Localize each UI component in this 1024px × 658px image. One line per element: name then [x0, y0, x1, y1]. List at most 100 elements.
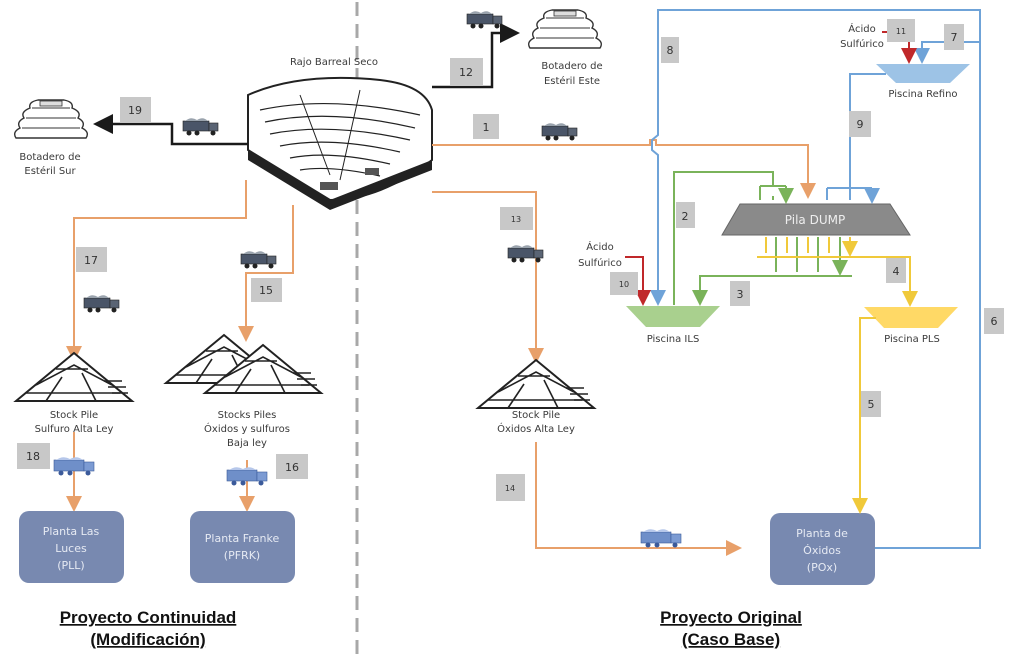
- flow-number-18: 18: [26, 450, 40, 463]
- flow-box-12: [450, 58, 483, 86]
- flow-box-19: [120, 97, 151, 122]
- botadero-este-label-2: Estéril Este: [544, 75, 600, 87]
- planta-pll-box: [19, 511, 124, 583]
- truck-icon: [640, 528, 682, 548]
- stock-oxidos-label-2: Óxidos Alta Ley: [497, 422, 575, 435]
- planta-pfrk-label-1: Planta Franke: [205, 532, 280, 545]
- truck-icon: [83, 294, 120, 313]
- flow-box-3: [730, 281, 750, 306]
- piscina-refino-label: Piscina Refino: [888, 89, 957, 100]
- flow-number-13: 13: [511, 215, 521, 224]
- stock-sulfuro-label-1: Stock Pile: [50, 410, 98, 421]
- flow-13-line: [432, 191, 544, 364]
- planta-pox-label-1: Planta de: [796, 527, 848, 540]
- acido-2-label-2: Sulfúrico: [840, 38, 884, 50]
- waste-dump-east-icon: [527, 9, 603, 49]
- flow-12-line: [432, 23, 520, 89]
- flow-19-line: [93, 114, 248, 146]
- flow-box-5: [861, 391, 881, 417]
- truck-icon: [541, 122, 578, 141]
- flow-number-8: 8: [667, 44, 674, 57]
- flow-number-11: 11: [896, 27, 906, 36]
- flow-number-19: 19: [128, 104, 142, 117]
- left-section-title-1: Proyecto Continuidad: [60, 608, 237, 627]
- flow-10-line: [625, 256, 651, 306]
- open-pit-icon: [247, 76, 433, 210]
- flow-box-9: [849, 111, 871, 137]
- flow-number-3: 3: [737, 288, 744, 301]
- rajo-label: Rajo Barreal Seco: [290, 57, 378, 68]
- right-section-title-2: (Caso Base): [682, 630, 780, 649]
- flow-17-line: [66, 180, 247, 362]
- left-section-title-2: (Modificación): [90, 630, 205, 649]
- botadero-sur-label-2: Estéril Sur: [24, 165, 76, 177]
- flow-box-14: [496, 474, 525, 501]
- piscina-pls-label: Piscina PLS: [884, 334, 940, 345]
- flow-box-18: [17, 443, 50, 469]
- flow-4-drips: [765, 237, 850, 253]
- stock-pile-oxidos-icon: [477, 359, 595, 409]
- flow-number-15: 15: [259, 284, 273, 297]
- planta-pll-label-1: Planta Las: [43, 525, 100, 538]
- flow-9-line: [826, 73, 886, 200]
- flow-number-1: 1: [483, 121, 490, 134]
- flow-number-boxes: [17, 19, 1004, 501]
- flow-2-arrows: [759, 196, 786, 200]
- flow-4-line: [757, 256, 918, 307]
- acido-2-label-1: Ácido: [848, 22, 875, 35]
- flow-box-11: [887, 19, 915, 42]
- stocks-baja-label-3: Baja ley: [227, 438, 267, 449]
- flow-box-6: [984, 308, 1004, 334]
- truck-icon: [240, 250, 277, 269]
- flow-14-line: [535, 442, 742, 556]
- piscina-pls-shape: [864, 307, 958, 328]
- flow-5-line: [852, 317, 876, 514]
- flow-number-6: 6: [991, 315, 998, 328]
- flow-number-16: 16: [285, 461, 299, 474]
- flow-box-15: [251, 278, 282, 302]
- stocks-baja-label-2: Óxidos y sulfuros: [204, 422, 290, 435]
- flow-box-17: [76, 247, 107, 272]
- flow-3-line: [692, 275, 852, 306]
- stock-pile-sulfuro-icon: [15, 352, 133, 402]
- flow-9-arrows: [826, 196, 872, 200]
- flow-number-2: 2: [682, 210, 689, 223]
- flow-number-4: 4: [893, 265, 900, 278]
- flow-box-7: [944, 24, 964, 50]
- flow-number-5: 5: [868, 398, 875, 411]
- stocks-baja-label-1: Stocks Piles: [218, 410, 277, 421]
- piscina-ils-shape: [626, 306, 720, 327]
- flow-box-2: [676, 202, 695, 228]
- flow-box-16: [276, 454, 308, 479]
- piscina-refino-shape: [876, 64, 970, 83]
- flow-box-13: [500, 207, 533, 230]
- planta-pox-label-2: Óxidos: [803, 544, 841, 557]
- stock-oxidos-label-1: Stock Pile: [512, 410, 560, 421]
- piscina-ils-label: Piscina ILS: [647, 334, 700, 345]
- flow-number-7: 7: [951, 31, 958, 44]
- right-section-title-1: Proyecto Original: [660, 608, 802, 627]
- waste-dump-south-icon: [13, 99, 89, 139]
- flow-number-9: 9: [857, 118, 864, 131]
- flow-number-12: 12: [459, 66, 473, 79]
- flow-box-4: [886, 258, 906, 283]
- truck-icon: [466, 10, 503, 30]
- acido-1-label-2: Sulfúrico: [578, 257, 622, 269]
- planta-pfrk-box: [190, 511, 295, 583]
- acido-1-label-1: Ácido: [586, 240, 613, 253]
- flow-6-8-line: [650, 9, 981, 549]
- planta-pll-label-2: Luces: [55, 542, 87, 555]
- truck-icon: [182, 117, 219, 136]
- flow-15-line: [238, 205, 294, 342]
- flow-3-drips: [775, 237, 840, 272]
- botadero-este-label-1: Botadero de: [541, 61, 602, 72]
- flow-box-10: [610, 272, 638, 295]
- flow-1-line: [432, 139, 816, 199]
- planta-pfrk-label-2: (PFRK): [224, 549, 260, 562]
- truck-icon: [507, 244, 544, 263]
- flow-number-14: 14: [505, 484, 515, 493]
- flow-number-10: 10: [619, 280, 629, 289]
- planta-pll-label-3: (PLL): [57, 559, 84, 572]
- pila-dump-label: Pila DUMP: [785, 213, 845, 227]
